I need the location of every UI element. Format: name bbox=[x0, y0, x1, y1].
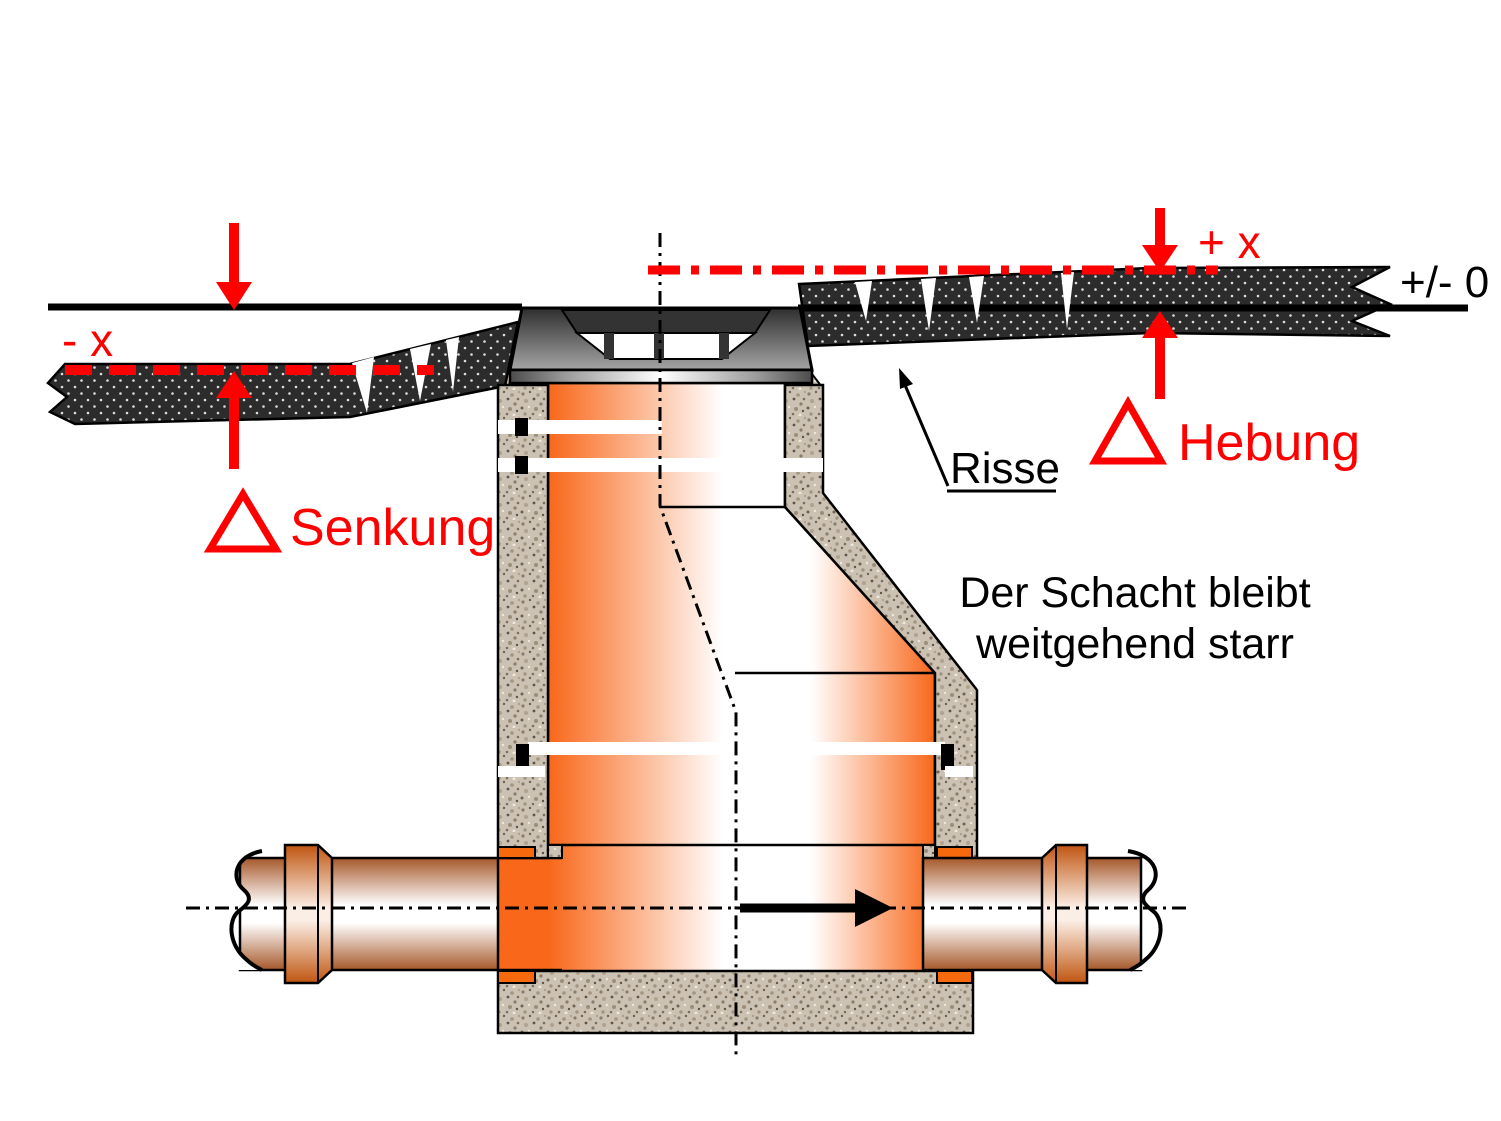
crack-icon bbox=[446, 337, 459, 392]
pipe-body bbox=[921, 856, 1143, 972]
right-pipe bbox=[921, 843, 1165, 985]
seal-block bbox=[936, 846, 973, 859]
base-step-right bbox=[922, 844, 936, 859]
hebung-label: Hebung bbox=[1178, 414, 1360, 472]
up-arrow-icon bbox=[1142, 311, 1178, 338]
manhole-cover bbox=[508, 306, 814, 385]
pipe-body bbox=[238, 856, 500, 972]
centerlines bbox=[186, 233, 1186, 1058]
vertical-centerline bbox=[658, 233, 738, 1058]
pipe-coupling bbox=[1040, 843, 1089, 985]
base-step-left bbox=[547, 844, 563, 859]
joint-seal-block bbox=[515, 456, 528, 474]
crack-icon bbox=[352, 357, 374, 413]
pipe-break-line bbox=[1127, 849, 1163, 972]
up-arrow-left bbox=[216, 371, 252, 469]
joint-seam bbox=[945, 766, 973, 777]
minus-x-label: - x bbox=[62, 314, 113, 366]
red-annotations: - x + x Senkung Hebung bbox=[62, 208, 1360, 557]
crack-icon bbox=[855, 281, 872, 321]
note-line-2: weitgehend starr bbox=[975, 620, 1294, 668]
vent-bar-icon bbox=[604, 333, 614, 359]
up-arrow-icon bbox=[216, 371, 252, 398]
risse-label: Risse bbox=[950, 444, 1060, 493]
joint-seam bbox=[498, 766, 545, 777]
joint-seal-block bbox=[941, 744, 954, 770]
senkung-label: Senkung bbox=[290, 499, 495, 557]
pipe-seals bbox=[497, 846, 973, 984]
seal-block bbox=[936, 970, 973, 984]
down-arrow-left bbox=[216, 223, 252, 310]
heave-delta-icon bbox=[1088, 395, 1168, 465]
seal-block bbox=[497, 970, 536, 984]
black-annotations: Risse +/- 0 Der Schacht bleibt weitgehen… bbox=[899, 258, 1489, 668]
joint-seal-block bbox=[516, 744, 529, 770]
left-asphalt-layer bbox=[46, 320, 520, 426]
pipe-channel bbox=[498, 858, 562, 970]
cover-lid bbox=[560, 309, 772, 334]
flow-arrow bbox=[740, 889, 893, 927]
vent-bar-icon bbox=[719, 333, 729, 359]
left-pipe bbox=[229, 843, 500, 985]
vent-bar-icon bbox=[654, 333, 664, 359]
leader-arrow-icon bbox=[899, 368, 913, 389]
seal-block bbox=[497, 846, 536, 859]
settled-road-slab bbox=[46, 320, 520, 426]
joint-seam bbox=[498, 420, 662, 434]
pipe-coupling bbox=[283, 843, 334, 985]
joint-seal-block bbox=[515, 418, 528, 436]
crack-leader-line bbox=[903, 384, 950, 487]
down-arrow-icon bbox=[1142, 245, 1178, 272]
note-line-1: Der Schacht bleibt bbox=[959, 569, 1310, 617]
down-arrow-icon bbox=[216, 282, 252, 310]
plus-x-label: + x bbox=[1198, 216, 1261, 268]
down-arrow-right bbox=[1142, 208, 1178, 272]
zero-reference-label: +/- 0 bbox=[1400, 258, 1489, 307]
ground-level-lines bbox=[48, 303, 1468, 312]
up-arrow-right bbox=[1142, 311, 1178, 399]
shaft-interior bbox=[546, 381, 937, 847]
crack-icon bbox=[969, 276, 984, 323]
pipe-break-line bbox=[229, 849, 263, 972]
settlement-delta-icon bbox=[203, 487, 283, 553]
shaft-wall-left bbox=[496, 383, 550, 860]
flow-arrow-head bbox=[855, 889, 893, 927]
crack-icon bbox=[921, 278, 936, 331]
crack-icon bbox=[1061, 272, 1074, 329]
